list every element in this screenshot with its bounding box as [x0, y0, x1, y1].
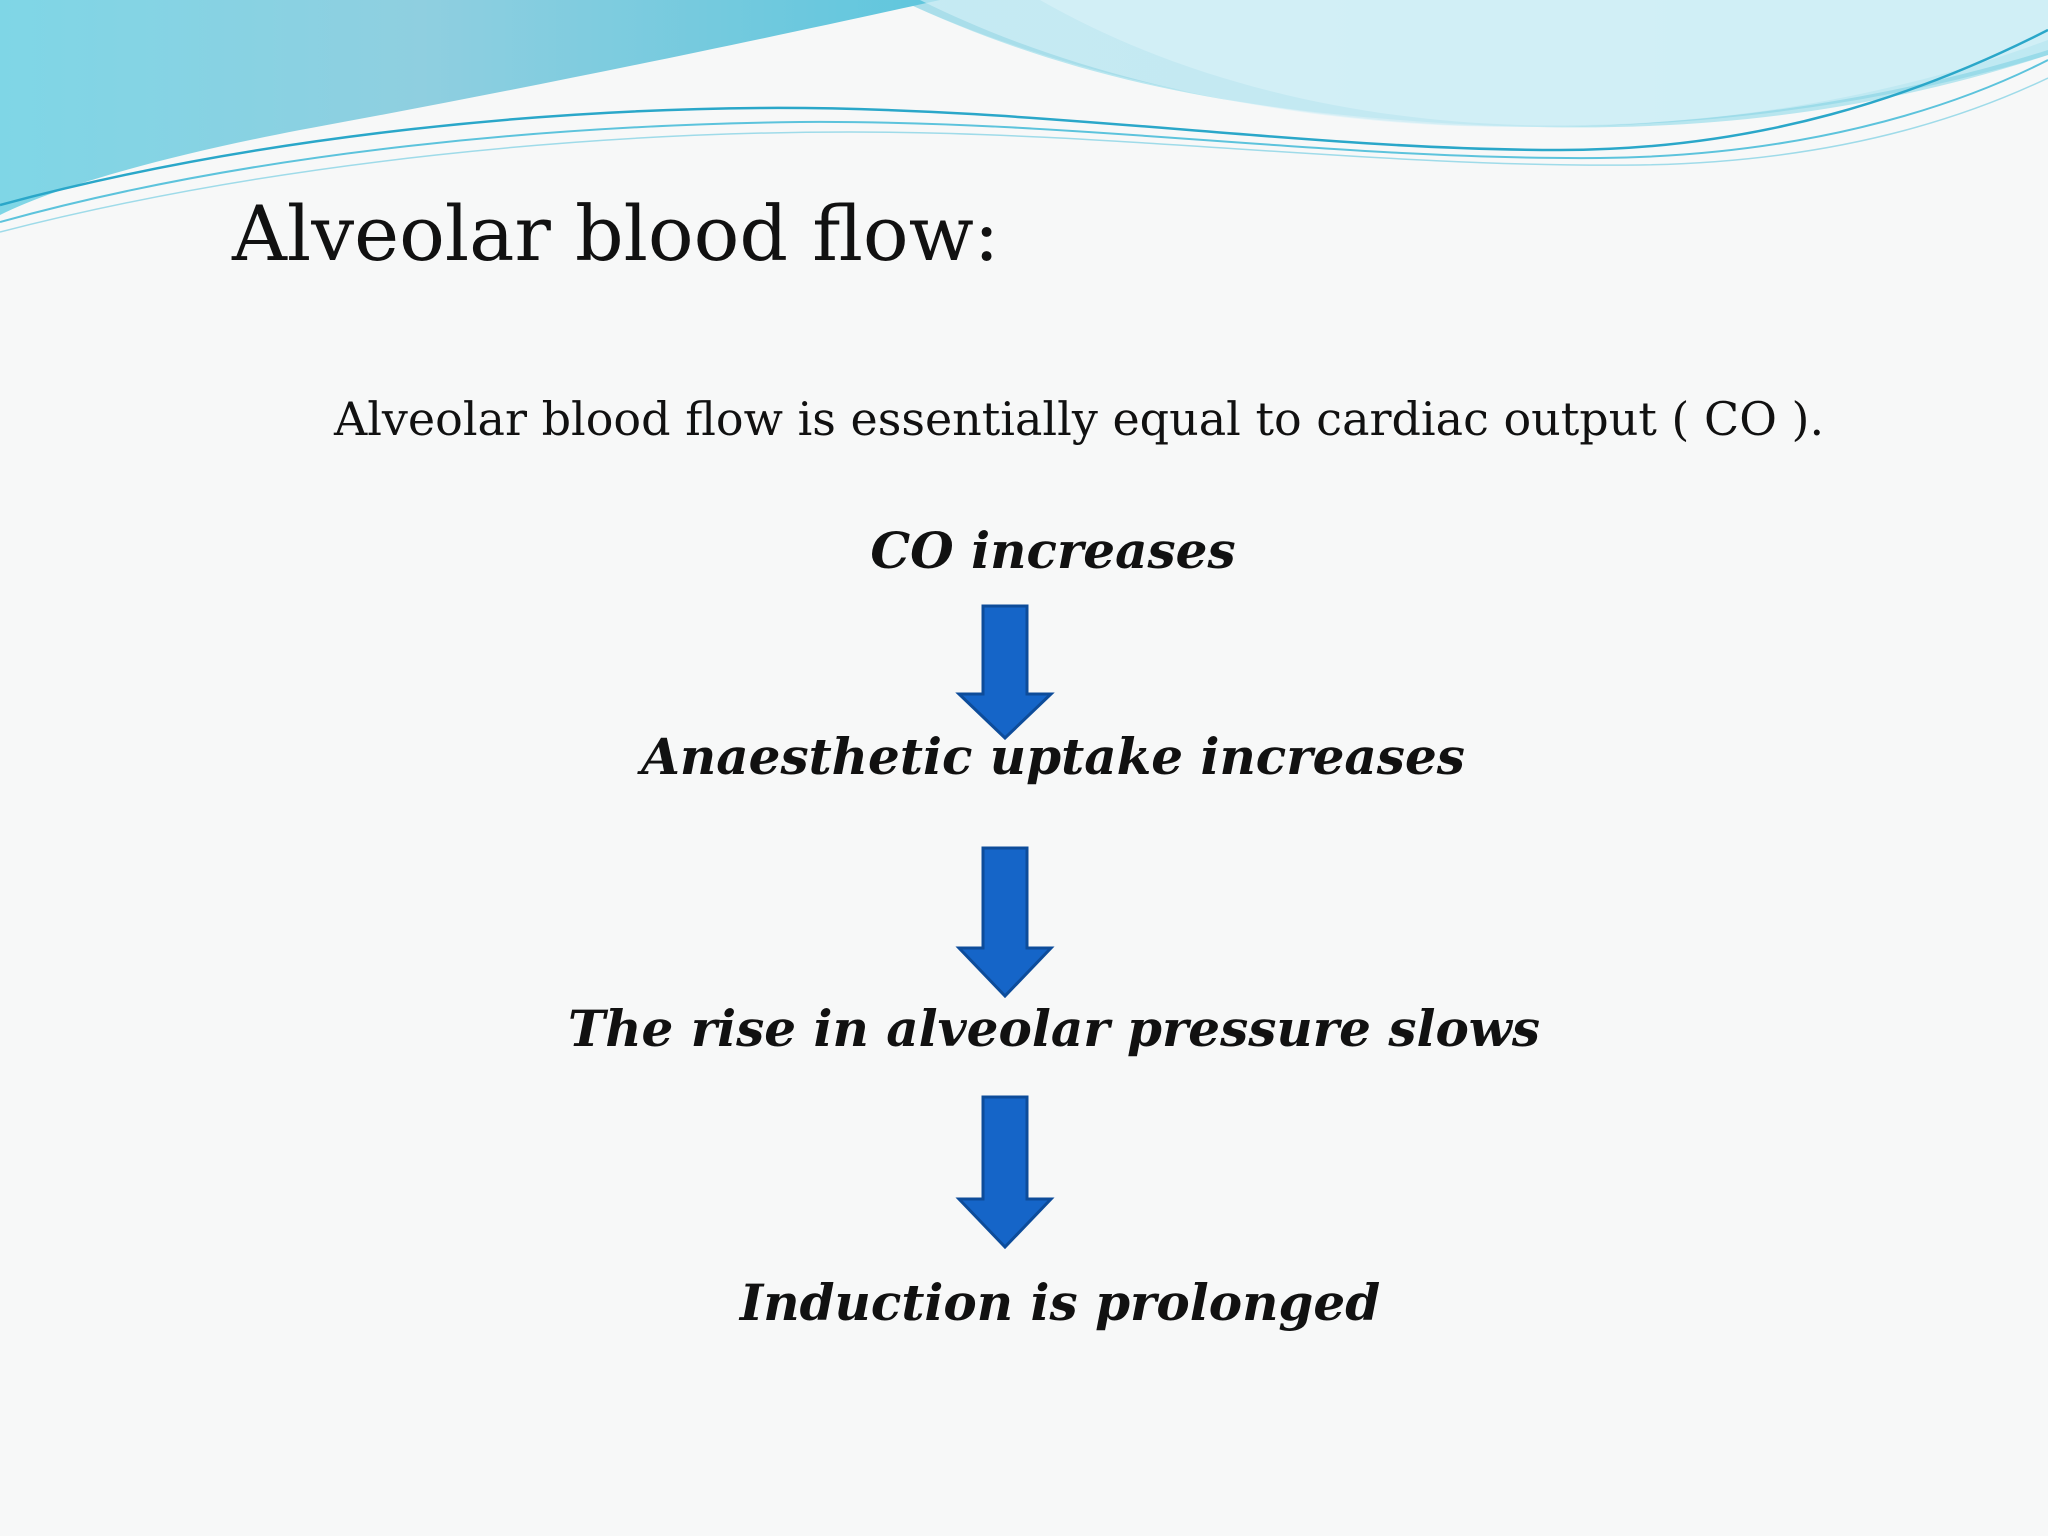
down-arrow-icon — [955, 604, 1055, 740]
step-alveolar-pressure: The rise in alveolar pressure slows — [568, 999, 1540, 1058]
slide-title: Alveolar blood flow: — [232, 189, 1000, 278]
step-induction-prolonged: Induction is prolonged — [739, 1273, 1381, 1332]
down-arrow-icon — [955, 1095, 1055, 1249]
down-arrow-icon — [955, 846, 1055, 998]
wave-header-decoration — [0, 0, 2048, 233]
step-anaesthetic-uptake: Anaesthetic uptake increases — [641, 727, 1465, 786]
step-co-increases: CO increases — [870, 521, 1236, 580]
intro-statement: Alveolar blood flow is essentially equal… — [334, 392, 1825, 446]
